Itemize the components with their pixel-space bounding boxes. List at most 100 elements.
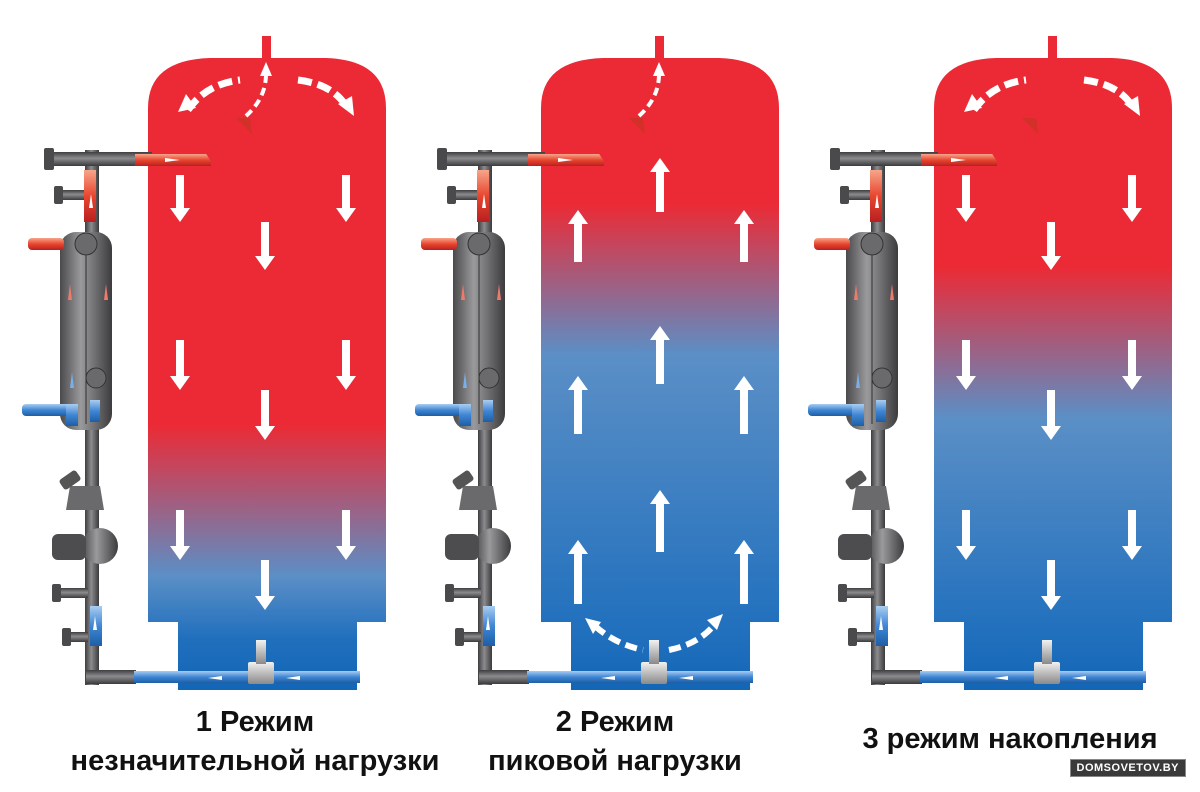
mode-2-outlet-flow-arrowhead	[653, 62, 665, 76]
mode-1-caption: 1 Режим незначительной нагрузки	[20, 703, 490, 781]
mode-3-riser-cold-segment-1	[876, 400, 886, 422]
mode-3-top-header	[838, 152, 938, 166]
mode-1-flow-arrow-4	[336, 340, 356, 390]
mode-3-flow-arrow-8	[1041, 560, 1061, 610]
mode-3-hx-arrow-hot-2	[890, 284, 894, 300]
mode-3-bottom-elbow	[872, 670, 922, 684]
mode-3-flow-arrow-4	[1122, 340, 1142, 390]
mode-2-flow-arrow-2	[650, 158, 670, 212]
mode-1-branch-2	[58, 588, 88, 598]
mode-3-circulation-arrowhead-left	[964, 94, 982, 112]
mode-2-hot-inlet	[421, 238, 457, 250]
mode-3-hx-arrow-hot-1	[854, 284, 858, 300]
mode-1-hot-supply-diagonal	[205, 122, 248, 166]
mode-1-flow-arrow-7	[336, 510, 356, 560]
mode-1-pipe-arrow-cold-2	[286, 676, 300, 680]
mode-1-hx-bottom-fitting	[85, 367, 107, 389]
mode-1-bottom-tee	[248, 662, 274, 684]
mode-3-flow-arrow-1	[1122, 175, 1142, 222]
mode-1-top-cap	[44, 148, 54, 170]
mode-3-pipe-arrow-bottom-riser	[879, 616, 883, 630]
mode-3-cold-inlet-elbow	[852, 404, 864, 426]
mode-3-riser-hot-segment	[870, 170, 882, 222]
mode-1-branch-3	[68, 632, 88, 642]
mode-1-hot-supply-tip	[236, 118, 252, 134]
mode-3-bottom-tee	[1034, 662, 1060, 684]
mode-2-flow-arrow-1	[734, 210, 754, 262]
mode-1-bottom-elbow	[86, 670, 136, 684]
mode-3-flow-arrow-3	[956, 340, 976, 390]
mode-2-hx-arrow-cold	[463, 372, 467, 388]
mode-1-top-nozzle	[262, 36, 271, 62]
mode-2-hx-top-fitting	[467, 232, 491, 256]
mode-3-caption: 3 режим накопления	[820, 720, 1200, 759]
mode-1-branch-1	[60, 190, 88, 200]
mode-2-bottom-arrowhead-left	[585, 618, 601, 634]
mode-1-hx-arrow-hot-1	[68, 284, 72, 300]
mode-3-branch-3-cap	[848, 628, 857, 646]
mode-2-bottom-cold-pipe	[527, 671, 753, 683]
mode-2-pump	[475, 528, 511, 564]
mode-2-flow-arrow-8	[650, 490, 670, 552]
mode-2-branch-3	[461, 632, 481, 642]
mode-3-branch-2	[844, 588, 874, 598]
mode-2-flow-arrow-3	[568, 376, 588, 434]
mode-3-hx-arrow-cold	[856, 372, 860, 388]
mode-3-hot-supply-diagonal	[991, 122, 1034, 166]
mode-3-pipe-arrow-hot	[951, 158, 966, 162]
mode-2-top-header	[445, 152, 545, 166]
mode-2-pipe-arrow-cold-1	[601, 676, 615, 680]
mode-3-valve-handle	[845, 470, 867, 490]
mode-1-hot-inlet	[28, 238, 64, 250]
mode-2-pipe-arrow-hot	[558, 158, 573, 162]
mode-1-pipe-arrow-bottom-riser	[93, 616, 97, 630]
mode-1-top-header	[52, 152, 152, 166]
mode-1-hx-arrow-hot-2	[104, 284, 108, 300]
mode-2-hx-arrow-hot-2	[497, 284, 501, 300]
mode-2-pipe-arrow-riser	[482, 194, 486, 208]
mode-2-branch-1	[453, 190, 481, 200]
mode-2-hx-arrow-hot-1	[461, 284, 465, 300]
mode-1-title: 1 Режим	[195, 706, 315, 738]
mode-3-valve-body	[852, 486, 890, 510]
mode-1-cold-inlet	[22, 404, 78, 416]
mode-3-pump	[868, 528, 904, 564]
mode-2-flow-arrow-7	[734, 540, 754, 604]
mode-2-pump-motor	[445, 534, 479, 560]
mode-1-branch-2-cap	[52, 584, 61, 602]
mode-1-valve-handle	[59, 470, 81, 490]
mode-1-subtitle: незначительной нагрузки	[70, 745, 440, 777]
mode-1-bottom-tee-stem	[256, 640, 266, 664]
mode-2-branch-2	[451, 588, 481, 598]
mode-1-bottom-cold-pipe	[134, 671, 360, 683]
mode-1-circulation-arrowhead-right	[338, 96, 354, 116]
mode-3-flow-arrow-6	[956, 510, 976, 560]
mode-1-flow-arrow-5	[255, 390, 275, 440]
mode-3-flow-arrow-2	[1041, 222, 1061, 270]
mode-2-caption: 2 Режим пиковой нагрузки	[420, 703, 810, 781]
mode-2-riser-cold-segment-1	[483, 400, 493, 422]
mode-3-bottom-cold-pipe	[920, 671, 1146, 683]
mode-1-outlet-flow-arrowhead	[260, 62, 272, 76]
mode-1-flow-arrow-2	[255, 222, 275, 270]
mode-3-circulation-arrowhead-right	[1124, 96, 1140, 116]
mode-2-bottom-tee	[641, 662, 667, 684]
mode-2-branch-2-cap	[445, 584, 454, 602]
mode-3-pipe-arrow-cold-1	[994, 676, 1008, 680]
mode-3-pipe-arrow-riser	[875, 194, 879, 208]
mode-1-valve-body	[66, 486, 104, 510]
mode-2-flow-arrow-0	[568, 210, 588, 262]
mode-1-branch-3-cap	[62, 628, 71, 646]
mode-1-pipe-arrow-hot	[165, 158, 180, 162]
mode-3-cold-inlet	[808, 404, 864, 416]
mode-1-hx-top-fitting	[74, 232, 98, 256]
mode-3-hot-inlet	[814, 238, 850, 250]
mode-2-subtitle: пиковой нагрузки	[488, 745, 742, 777]
panels-layer	[22, 36, 1172, 690]
mode-3-top-nozzle	[1048, 36, 1057, 62]
mode-3-panel	[808, 36, 1172, 690]
mode-3-branch-1-cap	[840, 186, 849, 204]
mode-3-bottom-tee-stem	[1042, 640, 1052, 664]
mode-1-riser-cold-segment-1	[90, 400, 100, 422]
mode-2-bottom-tee-stem	[649, 640, 659, 664]
